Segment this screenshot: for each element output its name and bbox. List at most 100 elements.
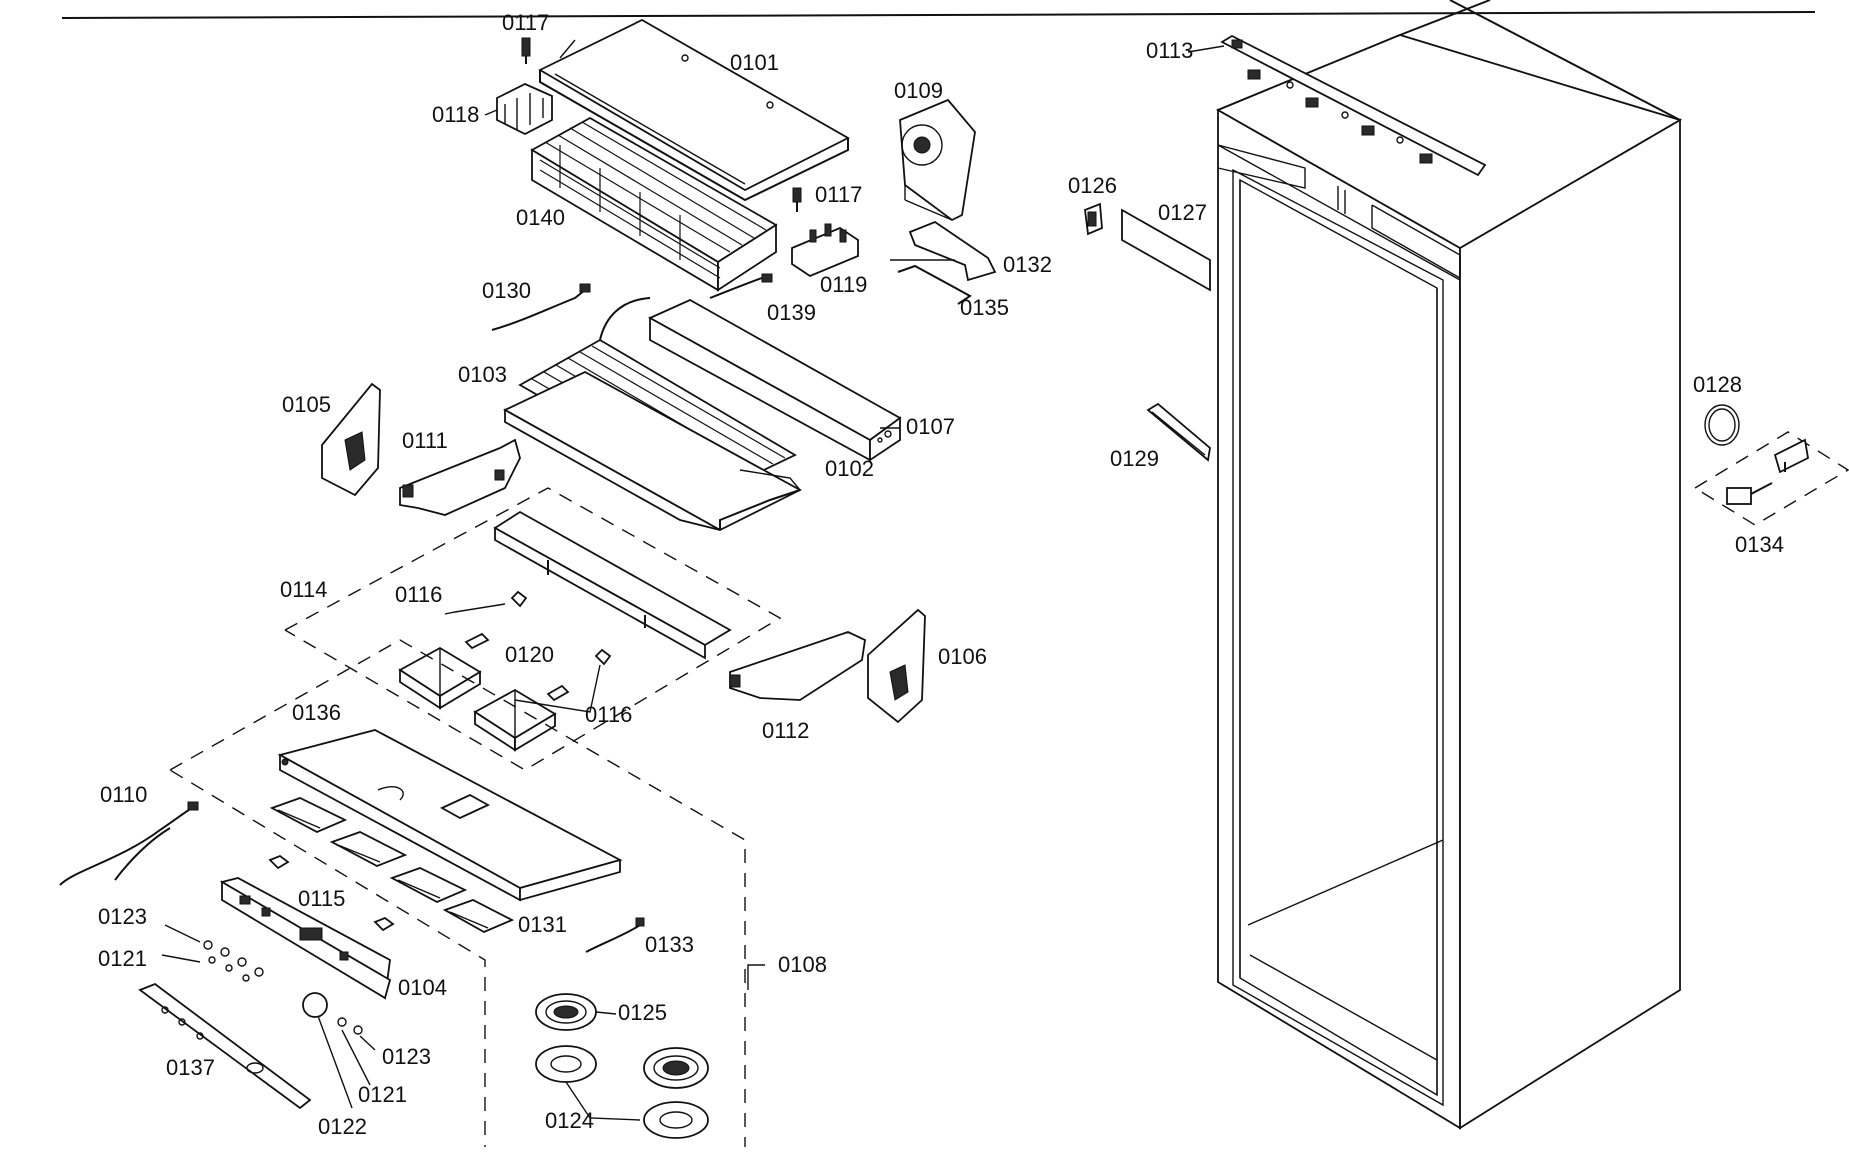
- label-0137: 0137: [166, 1055, 215, 1080]
- label-0117-mid: 0117: [815, 182, 862, 207]
- label-0118: 0118: [432, 102, 479, 127]
- label-0108: 0108: [778, 952, 827, 977]
- part-lamp-cover-right: [473, 688, 557, 752]
- label-0136: 0136: [292, 700, 341, 725]
- part-0120-lamp-upper: [464, 632, 490, 650]
- label-0110: 0110: [100, 782, 147, 807]
- part-0131-pan-2: [329, 831, 408, 867]
- label-0135: 0135: [960, 295, 1009, 320]
- label-0109: 0109: [894, 78, 943, 103]
- part-0106-right-bracket: [867, 608, 926, 724]
- label-0129: 0129: [1110, 446, 1159, 471]
- part-0131-pan-4: [442, 899, 515, 934]
- part-0109-fan: [899, 98, 976, 222]
- part-0111-bracket: [399, 438, 521, 516]
- part-0113-top-strip: [1220, 34, 1487, 177]
- part-0135-clip: [897, 264, 972, 305]
- part-0124-ring-top: [535, 1045, 597, 1083]
- label-0104: 0104: [398, 975, 447, 1000]
- label-0120: 0120: [505, 642, 554, 667]
- part-0117-screw-mid: [792, 187, 802, 212]
- part-0132-handle: [908, 220, 997, 282]
- part-0104-control-panel: [219, 877, 392, 1000]
- label-0131: 0131: [518, 912, 567, 937]
- part-0119-terminal: [791, 223, 859, 278]
- part-0125-cap-top: [535, 993, 597, 1031]
- label-0127: 0127: [1158, 200, 1207, 225]
- label-0119: 0119: [820, 272, 867, 297]
- leader-0116-top: [444, 603, 506, 615]
- part-0117-screw-top: [521, 37, 531, 64]
- label-0122: 0122: [318, 1114, 367, 1139]
- part-0105-left-bracket: [321, 382, 381, 497]
- leader-0118: [484, 109, 498, 116]
- leader-0101: [559, 39, 576, 59]
- label-0103: 0103: [458, 362, 507, 387]
- part-0122-knob: [302, 992, 353, 1109]
- label-0114: 0114: [280, 577, 327, 602]
- part-lamp-cover-left: [398, 646, 482, 710]
- part-0114-rail: [493, 510, 732, 660]
- part-0112-bracket: [729, 631, 866, 701]
- label-0132: 0132: [1003, 252, 1052, 277]
- label-0128: 0128: [1693, 372, 1742, 397]
- leader-0124: [565, 1081, 641, 1121]
- leader-0113: [1187, 45, 1225, 53]
- part-0101-cover: [538, 18, 850, 202]
- label-0102: 0102: [825, 456, 874, 481]
- label-0123-left: 0123: [98, 904, 147, 929]
- part-0131-pan-3: [389, 867, 468, 903]
- label-0125: 0125: [618, 1000, 667, 1025]
- part-0126-clip: [1084, 202, 1103, 236]
- label-0124: 0124: [545, 1108, 594, 1133]
- label-0134: 0134: [1735, 532, 1784, 557]
- part-0116-knob-bottom: [594, 648, 612, 666]
- part-0124-ring-bottom: [643, 1101, 709, 1139]
- part-0134-assembly: [1694, 431, 1849, 526]
- label-0123-right: 0123: [382, 1044, 431, 1069]
- label-0133: 0133: [645, 932, 694, 957]
- label-0121-left: 0121: [98, 946, 147, 971]
- part-0102-base-tray: [503, 370, 802, 532]
- top-border-line: [61, 11, 1816, 19]
- leader-0125: [595, 1011, 617, 1015]
- cabinet-housing: [1215, 0, 1683, 1130]
- part-0139-wire: [709, 273, 773, 299]
- label-0111: 0111: [402, 428, 448, 453]
- label-0105: 0105: [282, 392, 331, 417]
- part-0131-pan-1: [269, 797, 348, 833]
- label-0106: 0106: [938, 644, 987, 669]
- part-0133-sensor: [585, 917, 645, 953]
- label-0130: 0130: [482, 278, 531, 303]
- part-0110-harness: [59, 801, 199, 886]
- label-0107: 0107: [906, 414, 955, 439]
- part-0128-ring: [1704, 404, 1740, 446]
- label-0139: 0139: [767, 300, 816, 325]
- part-0127-plate: [1121, 208, 1211, 292]
- label-0112: 0112: [762, 718, 809, 743]
- part-0125-cap-bottom: [643, 1047, 709, 1089]
- part-0115-switch: [268, 854, 395, 932]
- part-0130-wire: [491, 283, 591, 331]
- label-0116-top: 0116: [395, 582, 442, 607]
- label-0126: 0126: [1068, 173, 1117, 198]
- label-0121-right: 0121: [358, 1082, 407, 1107]
- part-0121-0123-screw-set-left: [161, 924, 264, 982]
- label-0117-top: 0117: [502, 10, 549, 35]
- leader-0108: [747, 964, 765, 990]
- part-0136-plate: [277, 729, 623, 902]
- part-0118-bracket: [496, 83, 553, 136]
- part-0129-strip: [1146, 402, 1211, 462]
- part-0121-0123-screw-set-right: [337, 1017, 376, 1086]
- label-0113: 0113: [1146, 38, 1193, 63]
- part-0140-evaporator: [530, 116, 778, 292]
- label-0140: 0140: [516, 205, 565, 230]
- label-0115: 0115: [298, 886, 345, 911]
- label-0116-bottom: 0116: [585, 702, 632, 727]
- part-0120-lamp-lower: [546, 684, 570, 702]
- label-0101: 0101: [730, 50, 779, 75]
- leader-0116-bottom: [514, 664, 601, 713]
- part-0116-knob-top: [510, 590, 528, 608]
